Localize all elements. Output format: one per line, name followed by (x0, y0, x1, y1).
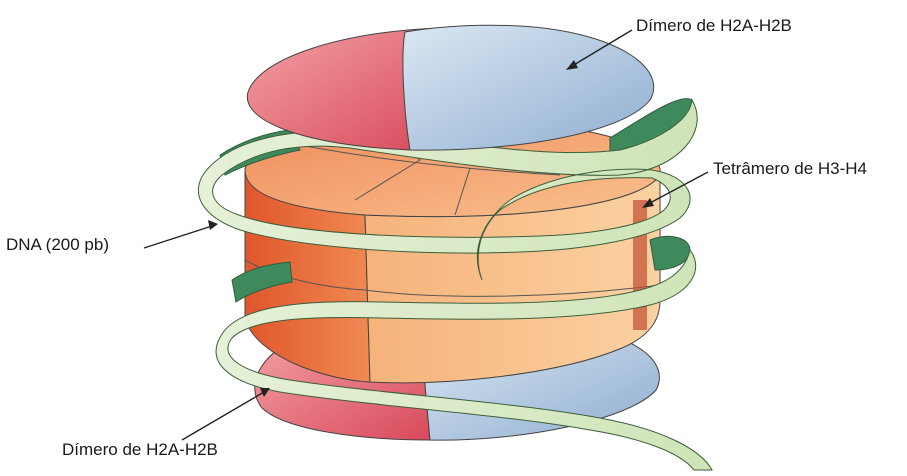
dimer-top (247, 25, 653, 150)
label-dna: DNA (200 pb) (6, 236, 109, 253)
label-tetramer: Tetrâmero de H3-H4 (713, 160, 867, 177)
label-dimer-bottom: Dímero de H2A-H2B (62, 441, 218, 458)
arrowhead-dna (208, 220, 218, 230)
label-dimer-top: Dímero de H2A-H2B (636, 17, 792, 34)
dimer-top-h2b (403, 25, 654, 150)
leader-dna (144, 226, 212, 248)
leader-dimer-bottom (182, 392, 264, 440)
